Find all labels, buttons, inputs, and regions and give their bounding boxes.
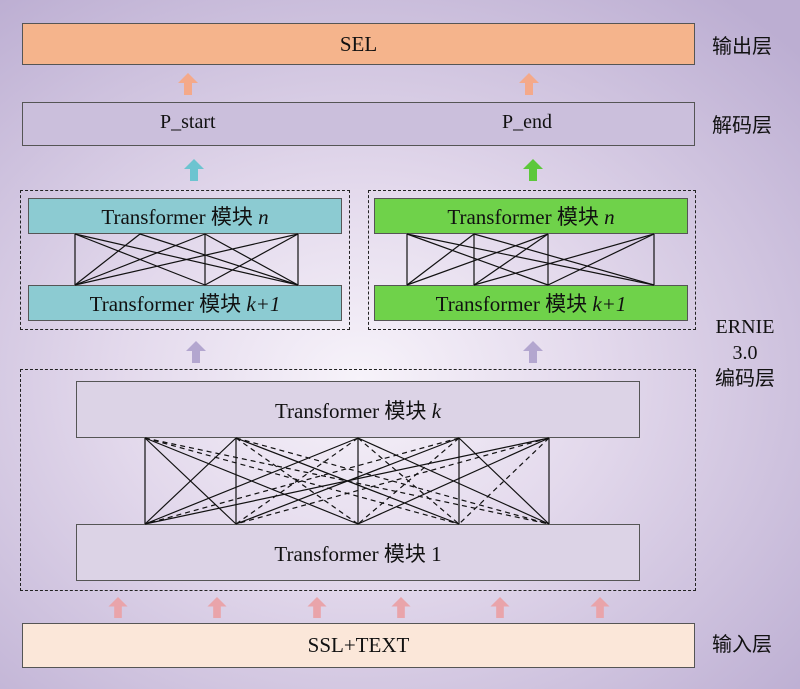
encoder-dashed-frame (20, 369, 696, 591)
left-branch-dashed-frame (20, 190, 350, 330)
input-box: SSL+TEXT (22, 623, 695, 668)
arrow-up-icon (490, 597, 510, 618)
input-label: SSL+TEXT (307, 633, 410, 657)
encoder-dashed-mesh (144, 437, 550, 525)
encoder-transformer-bottom-label: Transformer 模块 1 (274, 541, 442, 566)
right-transformer-top: Transformer 模块 n (374, 198, 688, 234)
left-branch-mesh (74, 233, 299, 286)
encoder-transformer-bottom: Transformer 模块 1 (76, 524, 640, 581)
arrow-up-icon (391, 597, 411, 618)
decode-layer-label: 解码层 (712, 115, 772, 137)
arrow-up-icon (108, 597, 128, 618)
ernie-label-line3: 编码层 (715, 368, 775, 390)
p-start-label: P_start (160, 111, 216, 133)
arrow-up-icon (184, 159, 204, 181)
output-layer-label: 输出层 (712, 36, 772, 58)
right-branch-mesh (406, 233, 655, 286)
arrow-up-icon (178, 73, 198, 95)
left-transformer-bottom-label: Transformer 模块 k+1 (89, 292, 281, 316)
right-transformer-top-label: Transformer 模块 n (447, 205, 615, 229)
p-end-label: P_end (502, 111, 552, 133)
arrow-up-icon (207, 597, 227, 618)
output-sel-box: SEL (22, 23, 695, 65)
input-layer-label: 输入层 (712, 634, 772, 656)
ernie-label-line1: ERNIE (715, 316, 775, 338)
arrow-up-icon (523, 341, 543, 363)
decode-box (22, 102, 695, 146)
encoder-transformer-top-label: Transformer 模块 k (274, 398, 442, 423)
arrow-up-icon (307, 597, 327, 618)
left-transformer-bottom: Transformer 模块 k+1 (28, 285, 342, 321)
right-transformer-bottom: Transformer 模块 k+1 (374, 285, 688, 321)
arrow-up-icon (590, 597, 610, 618)
output-sel-label: SEL (339, 31, 378, 56)
left-transformer-top-label: Transformer 模块 n (101, 205, 269, 229)
arrow-up-icon (523, 159, 543, 181)
right-transformer-bottom-label: Transformer 模块 k+1 (435, 292, 627, 316)
ernie-label-line2: 3.0 (732, 342, 758, 364)
ernie-encoder-label: ERNIE 3.0 编码层 (700, 314, 790, 392)
left-transformer-top: Transformer 模块 n (28, 198, 342, 234)
right-branch-dashed-frame (368, 190, 696, 330)
arrow-up-icon (186, 341, 206, 363)
encoder-transformer-top: Transformer 模块 k (76, 381, 640, 438)
arrow-up-icon (519, 73, 539, 95)
